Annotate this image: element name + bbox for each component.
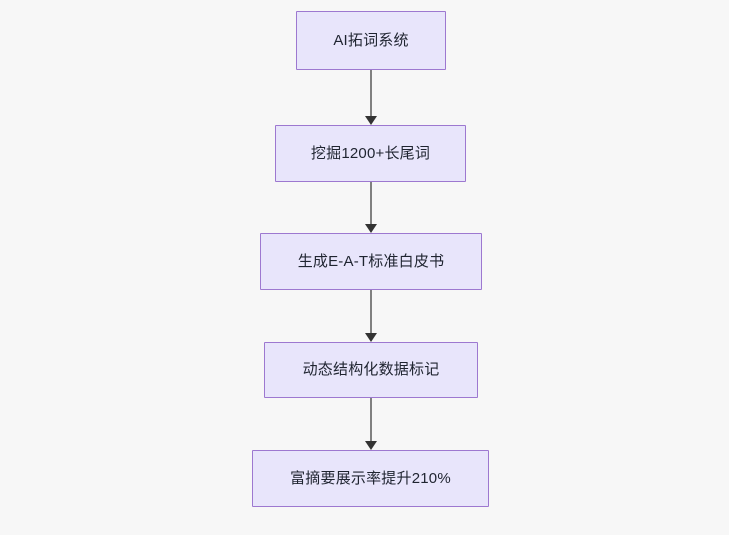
- flow-node-label: 动态结构化数据标记: [302, 361, 440, 378]
- flow-node-ai-keyword-system[interactable]: AI拓词系统: [296, 11, 446, 70]
- flow-connector-2: [363, 182, 379, 233]
- flow-node-label: AI拓词系统: [333, 31, 409, 49]
- connector-line: [370, 182, 372, 224]
- arrow-head-icon: [365, 224, 377, 233]
- arrow-head-icon: [365, 333, 377, 342]
- flow-connector-1: [363, 70, 379, 125]
- flow-node-label: 挖掘1200+长尾词: [310, 144, 431, 162]
- connector-line: [370, 70, 372, 116]
- connector-line: [370, 290, 372, 333]
- flow-connector-4: [363, 398, 379, 450]
- flow-node-longtail-keywords[interactable]: 挖掘1200+长尾词: [275, 125, 466, 182]
- flow-node-structured-data-markup[interactable]: 动态结构化数据标记: [264, 342, 478, 398]
- flow-node-eat-whitepaper[interactable]: 生成E-A-T标准白皮书: [260, 233, 482, 290]
- flow-node-rich-snippet-result[interactable]: 富摘要展示率提升210%: [252, 450, 489, 507]
- arrow-head-icon: [365, 116, 377, 125]
- flow-node-label: 生成E-A-T标准白皮书: [297, 252, 445, 270]
- flow-connector-3: [363, 290, 379, 342]
- flow-node-label: 富摘要展示率提升210%: [290, 469, 451, 487]
- arrow-head-icon: [365, 441, 377, 450]
- connector-line: [370, 398, 372, 441]
